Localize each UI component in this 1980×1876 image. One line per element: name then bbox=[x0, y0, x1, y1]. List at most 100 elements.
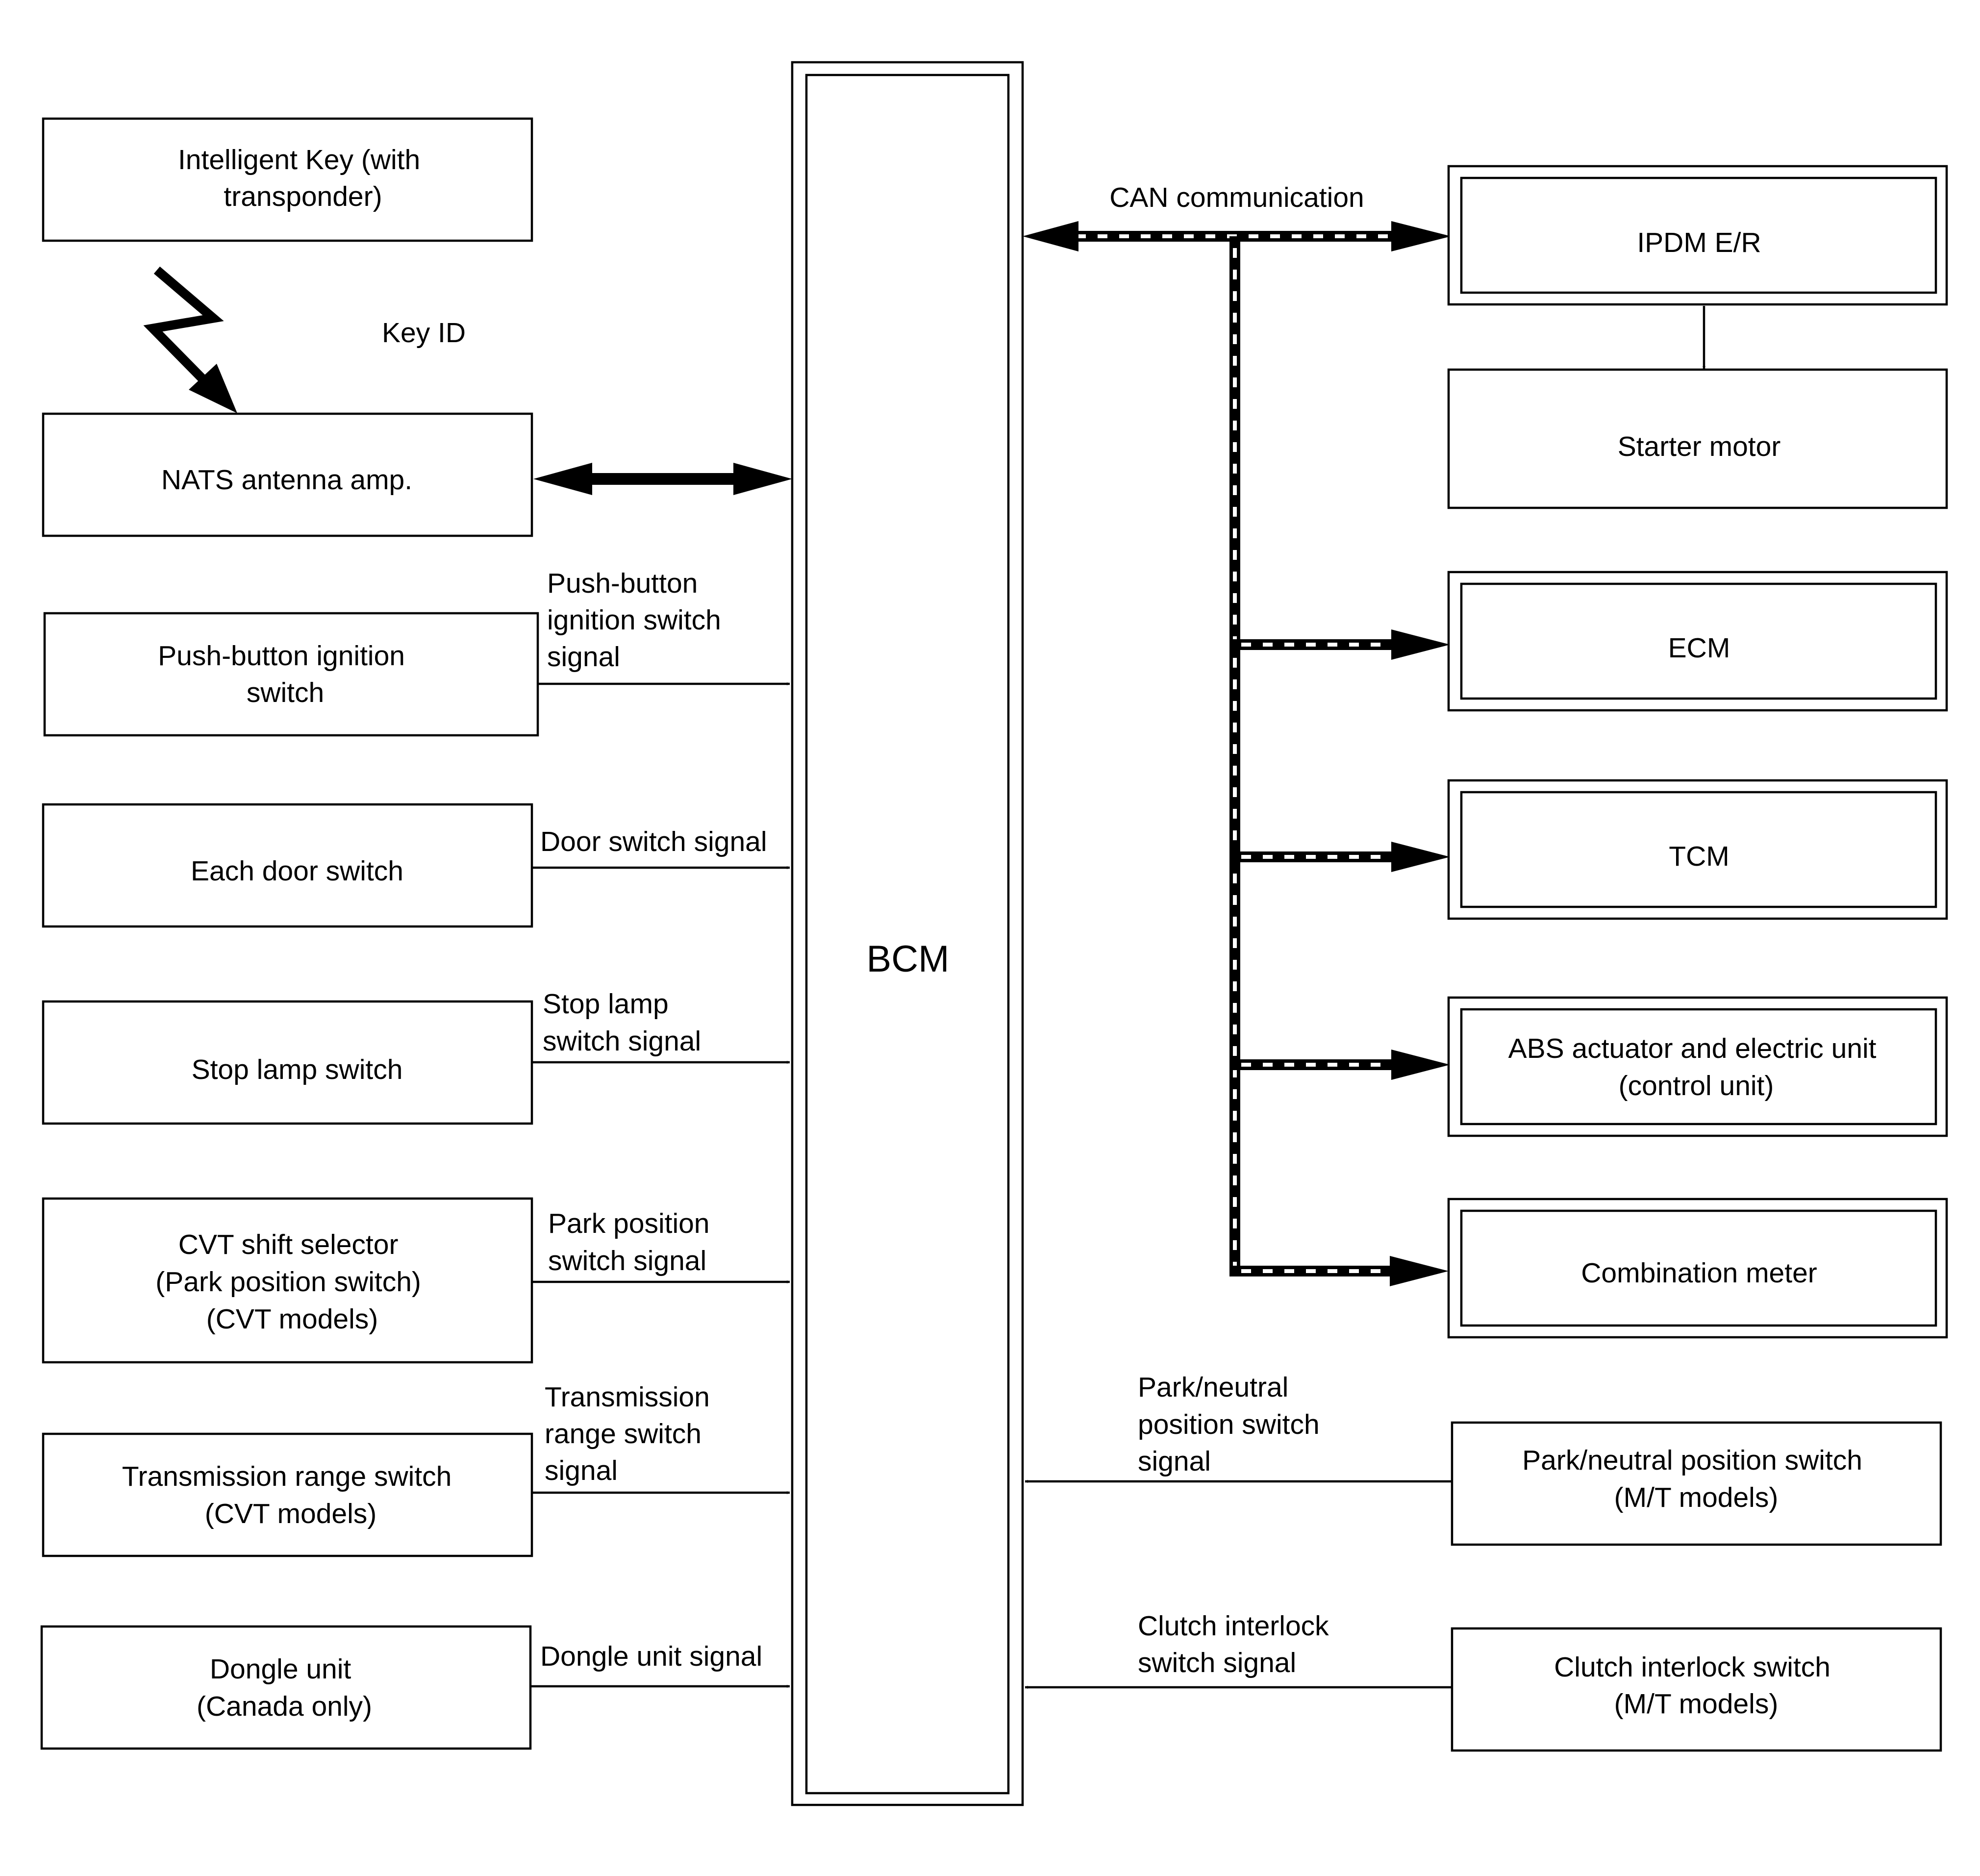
bcm-label: BCM bbox=[867, 938, 950, 980]
svg-text:Stop lamp switch: Stop lamp switch bbox=[192, 1054, 403, 1085]
clutch-interlock-signal-label-line1: Clutch interlock bbox=[1138, 1610, 1329, 1642]
park-neutral-position-switch-label-line2: (M/T models) bbox=[1614, 1482, 1779, 1513]
dongle-unit-box: Dongle unit (Canada only) bbox=[40, 1625, 532, 1750]
push-button-ignition-switch-label-line2: switch bbox=[247, 677, 324, 708]
tcm-box: TCM bbox=[1447, 779, 1948, 920]
clutch-interlock-switch-label-line2: (M/T models) bbox=[1614, 1688, 1779, 1720]
each-door-switch-box: Each door switch bbox=[42, 803, 533, 928]
svg-text:Dongle unit signal: Dongle unit signal bbox=[540, 1641, 762, 1672]
park-position-switch-signal-label-line1: Park position bbox=[548, 1208, 710, 1239]
transmission-range-switch-signal-label-line1: Transmission bbox=[545, 1381, 710, 1413]
transmission-range-switch-label-line2: (CVT models) bbox=[205, 1498, 377, 1529]
stop-lamp-switch-signal: Stop lamp switch signal bbox=[532, 988, 790, 1064]
push-button-ignition-switch-box: Push-button ignition switch bbox=[43, 612, 539, 737]
cvt-shift-selector-label-line3: (CVT models) bbox=[206, 1303, 378, 1335]
park-neutral-signal-label-line3: signal bbox=[1138, 1446, 1211, 1477]
svg-text:ABS actuator and electric unit: ABS actuator and electric unit (control … bbox=[1508, 1033, 1884, 1101]
abs-actuator-label-line2: (control unit) bbox=[1619, 1070, 1774, 1101]
svg-text:Starter motor: Starter motor bbox=[1618, 431, 1781, 462]
svg-text:Park position switch sig: Park position switch signal bbox=[548, 1208, 717, 1276]
svg-text:Stop lamp switch signal: Stop lamp switch signal bbox=[543, 988, 701, 1057]
dongle-unit-label-line2: (Canada only) bbox=[197, 1691, 372, 1722]
tcm-label: TCM bbox=[1669, 841, 1729, 872]
ecm-box: ECM bbox=[1447, 571, 1948, 712]
dongle-unit-label-line1: Dongle unit bbox=[210, 1653, 351, 1685]
can-arrow-combination-meter-icon bbox=[1390, 1256, 1449, 1286]
clutch-interlock-switch-signal: Clutch interlock switch signal bbox=[1025, 1610, 1452, 1689]
cvt-shift-selector-label-line1: CVT shift selector bbox=[178, 1229, 399, 1260]
svg-text:CVT shift selector (Park: CVT shift selector (Park position switch… bbox=[155, 1229, 429, 1335]
double-arrow-right-icon bbox=[733, 463, 792, 495]
push-button-ignition-signal-label-line1: Push-button bbox=[547, 568, 698, 599]
can-arrow-tcm-icon bbox=[1391, 842, 1450, 872]
park-neutral-signal-label-line1: Park/neutral bbox=[1138, 1372, 1288, 1403]
transmission-range-switch-signal-label-line2: range switch bbox=[545, 1418, 702, 1450]
clutch-interlock-switch-box: Clutch interlock switch (M/T models) bbox=[1451, 1627, 1942, 1752]
can-arrow-ipdm-icon bbox=[1391, 221, 1451, 251]
intelligent-key-box: Intelligent Key (with transponder) bbox=[42, 117, 533, 242]
svg-text:Dongle unit (Canada only: Dongle unit (Canada only) bbox=[197, 1653, 372, 1722]
can-bus: CAN communication bbox=[1023, 182, 1451, 1286]
key-id-wireless-link: Key ID bbox=[143, 266, 466, 413]
nats-antenna-amp-label: NATS antenna amp. bbox=[161, 464, 412, 496]
svg-text:ECM: ECM bbox=[1668, 632, 1730, 664]
svg-text:Push-button ignition swi: Push-button ignition switch signal bbox=[547, 568, 729, 673]
svg-text:Each door switch: Each door switch bbox=[191, 855, 403, 887]
svg-text:Transmission range switch: Transmission range switch (CVT models) bbox=[122, 1461, 459, 1529]
transmission-range-switch-signal-label-line3: signal bbox=[545, 1455, 618, 1486]
combination-meter-label: Combination meter bbox=[1581, 1257, 1817, 1289]
park-neutral-position-switch-signal: Park/neutral position switch signal bbox=[1025, 1372, 1452, 1483]
svg-text:NATS antenna amp.: NATS antenna amp. bbox=[161, 464, 412, 496]
park-neutral-position-switch-label-line1: Park/neutral position switch bbox=[1522, 1445, 1862, 1476]
intelligent-key-label-line2: transponder) bbox=[224, 181, 382, 212]
clutch-interlock-signal-label-line2: switch signal bbox=[1138, 1647, 1296, 1678]
key-id-label: Key ID bbox=[382, 317, 466, 349]
double-arrow-left-icon bbox=[533, 463, 592, 495]
svg-text:IPDM E/R: IPDM E/R bbox=[1637, 227, 1761, 258]
intelligent-key-label-line1: Intelligent Key (with bbox=[178, 144, 420, 175]
stop-lamp-switch-signal-label-line2: switch signal bbox=[543, 1026, 701, 1057]
combination-meter-box: Combination meter bbox=[1447, 1198, 1948, 1339]
park-neutral-position-switch-box: Park/neutral position switch (M/T models… bbox=[1451, 1421, 1942, 1546]
svg-text:Park/neutral position sw: Park/neutral position switch signal bbox=[1138, 1372, 1328, 1477]
can-arrow-abs-icon bbox=[1391, 1050, 1450, 1080]
ipdm-er-box: IPDM E/R bbox=[1447, 165, 1948, 306]
svg-text:Combination meter: Combination meter bbox=[1581, 1257, 1817, 1289]
wireless-arrowhead-icon bbox=[189, 364, 237, 413]
bcm-module: BCM bbox=[791, 61, 1024, 1806]
transmission-range-switch-box: Transmission range switch (CVT models) bbox=[42, 1432, 533, 1557]
stop-lamp-switch-label: Stop lamp switch bbox=[192, 1054, 403, 1085]
door-switch-signal: Door switch signal bbox=[532, 826, 790, 869]
can-arrow-bcm-icon bbox=[1023, 221, 1078, 251]
svg-text:Transmission range switc: Transmission range switch signal bbox=[545, 1381, 718, 1486]
svg-text:TCM: TCM bbox=[1669, 841, 1729, 872]
door-switch-signal-label: Door switch signal bbox=[540, 826, 767, 857]
svg-text:Clutch interlock switch: Clutch interlock switch (M/T models) bbox=[1554, 1651, 1838, 1720]
clutch-interlock-switch-label-line1: Clutch interlock switch bbox=[1554, 1651, 1830, 1683]
can-arrow-ecm-icon bbox=[1391, 629, 1450, 660]
push-button-ignition-signal: Push-button ignition switch signal bbox=[538, 568, 790, 685]
cvt-shift-selector-label-line2: (Park position switch) bbox=[155, 1266, 421, 1298]
svg-text:Intelligent Key (with tr: Intelligent Key (with transponder) bbox=[178, 144, 428, 212]
push-button-ignition-signal-label-line3: signal bbox=[547, 641, 620, 673]
dongle-unit-signal-label: Dongle unit signal bbox=[540, 1641, 762, 1672]
push-button-ignition-signal-label-line2: ignition switch bbox=[547, 604, 721, 636]
park-position-switch-signal-label-line2: switch signal bbox=[548, 1245, 706, 1276]
dongle-unit-signal: Dongle unit signal bbox=[530, 1641, 790, 1688]
starter-motor-label: Starter motor bbox=[1618, 431, 1781, 462]
park-neutral-signal-label-line2: position switch bbox=[1138, 1409, 1320, 1440]
svg-text:Clutch interlock switch: Clutch interlock switch signal bbox=[1138, 1610, 1337, 1678]
transmission-range-switch-signal: Transmission range switch signal bbox=[532, 1381, 790, 1494]
push-button-ignition-switch-label-line1: Push-button ignition bbox=[158, 640, 405, 672]
cvt-shift-selector-box: CVT shift selector (Park position switch… bbox=[42, 1197, 533, 1364]
ecm-label: ECM bbox=[1668, 632, 1730, 664]
stop-lamp-switch-signal-label-line1: Stop lamp bbox=[543, 988, 669, 1020]
transmission-range-switch-label-line1: Transmission range switch bbox=[122, 1461, 452, 1492]
abs-actuator-box: ABS actuator and electric unit (control … bbox=[1447, 996, 1948, 1137]
can-communication-label: CAN communication bbox=[1109, 182, 1364, 213]
stop-lamp-switch-box: Stop lamp switch bbox=[42, 1000, 533, 1125]
ipdm-er-label: IPDM E/R bbox=[1637, 227, 1761, 258]
each-door-switch-label: Each door switch bbox=[191, 855, 403, 887]
starter-motor-box: Starter motor bbox=[1447, 368, 1948, 509]
